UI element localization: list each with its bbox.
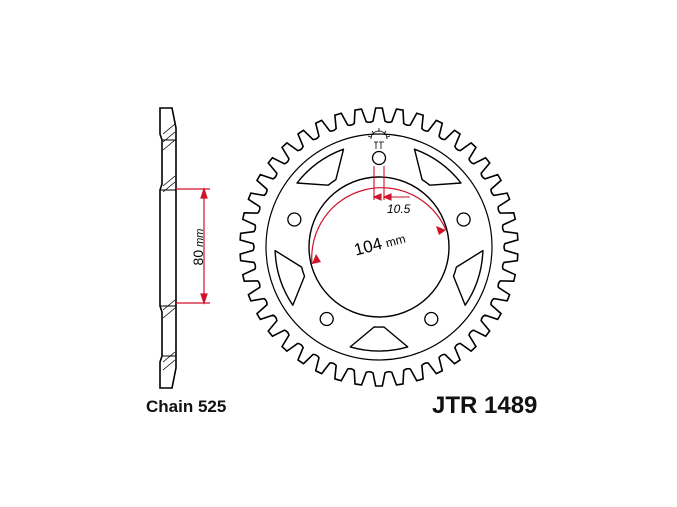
side-view — [159, 107, 177, 389]
inner-rim-circle — [265, 133, 493, 361]
hub-width-dimension — [176, 187, 210, 305]
bolt-hole — [456, 212, 471, 227]
bolt-hole — [287, 212, 302, 227]
pcd-label: 104mm — [352, 228, 408, 260]
bolt-hole-dimension — [372, 166, 410, 201]
sprocket-teeth-outline — [239, 107, 519, 387]
lightening-cutout — [296, 148, 345, 186]
bolt-hole-size: 10.5 — [387, 202, 411, 216]
center-bore — [308, 176, 450, 318]
side-view-profile — [159, 107, 177, 389]
lightening-cutout — [349, 326, 409, 352]
lightening-cutout — [413, 148, 462, 186]
bolt-hole — [424, 311, 439, 327]
lightening-cutout — [274, 249, 306, 306]
side-view-hatching — [162, 123, 176, 371]
part-number-label: JTR 1489 — [432, 392, 538, 419]
bolt-hole — [319, 311, 334, 327]
lightening-cutout — [452, 249, 484, 306]
hub-width-value: 80mm — [190, 229, 206, 266]
jt-logo-icon — [367, 128, 391, 149]
lightening-cutouts — [274, 148, 484, 352]
front-view — [239, 107, 519, 387]
bolt-holes — [287, 150, 471, 327]
pcd-dimension — [311, 187, 447, 265]
chain-size-label: Chain 525 — [146, 397, 227, 416]
bolt-hole — [371, 150, 387, 166]
